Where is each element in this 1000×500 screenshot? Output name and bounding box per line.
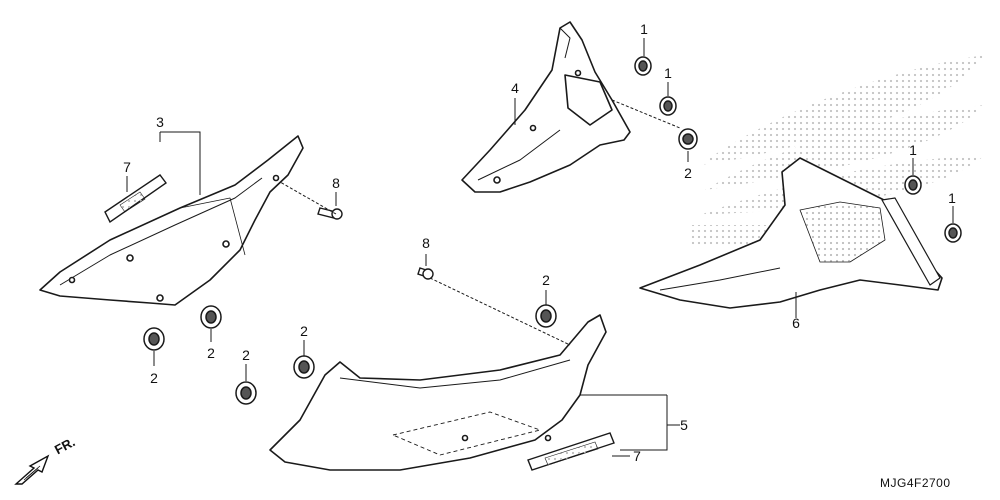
- callout-2: 2: [242, 347, 250, 363]
- callout-2: 2: [150, 370, 158, 386]
- callout-1: 1: [909, 142, 917, 158]
- callout-8: 8: [422, 235, 430, 251]
- callout-2: 2: [300, 323, 308, 339]
- part-7-trim-plate-right: [527, 432, 615, 471]
- callout-3: 3: [156, 114, 164, 130]
- part-5-lower-cover: [269, 314, 607, 471]
- callout-1: 1: [640, 21, 648, 37]
- grommets: [143, 56, 962, 405]
- diagram-code: MJG4F2700: [880, 476, 951, 490]
- callout-1: 1: [664, 65, 672, 81]
- callout-2: 2: [207, 345, 215, 361]
- leader-lines: [126, 38, 954, 457]
- callout-8: 8: [332, 175, 340, 191]
- callout-2: 2: [684, 165, 692, 181]
- part-3-left-side-cover: [39, 135, 304, 306]
- front-arrow-icon: [14, 454, 50, 485]
- part-7-trim-plate-left: [104, 174, 167, 224]
- callout-7: 7: [123, 159, 131, 175]
- callout-7: 7: [633, 448, 641, 464]
- callout-6: 6: [792, 315, 800, 331]
- callout-1: 1: [948, 190, 956, 206]
- callout-5: 5: [680, 417, 688, 433]
- part-4-inner-cover: [461, 21, 631, 193]
- callout-2: 2: [542, 272, 550, 288]
- callout-4: 4: [511, 80, 519, 96]
- part-6-right-side-cover: [639, 157, 943, 309]
- screws: [317, 207, 434, 280]
